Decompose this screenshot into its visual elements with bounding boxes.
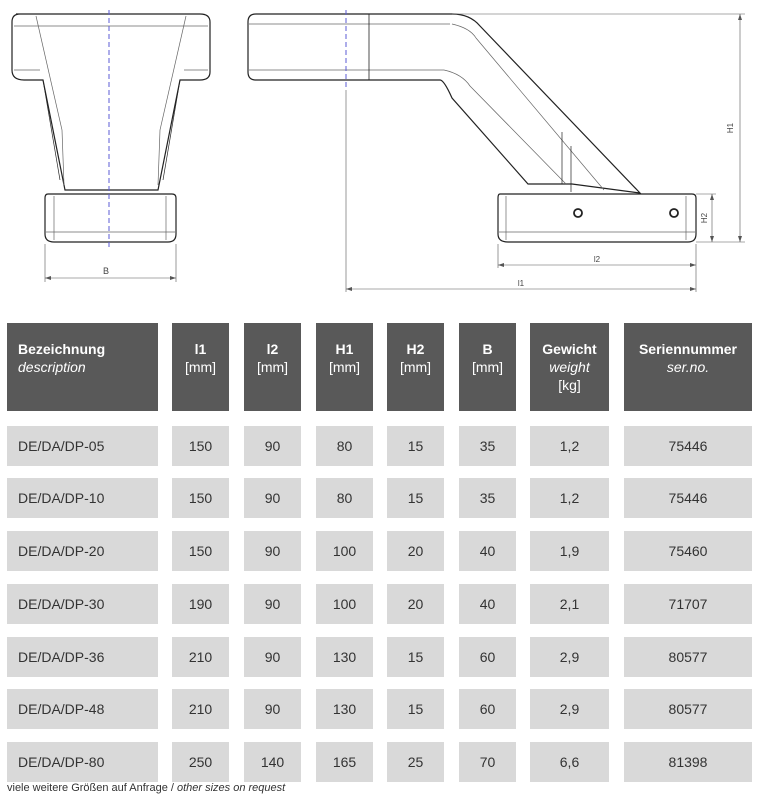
cell-l1: 150 [172,426,229,466]
header-subtitle: description [18,359,86,375]
cell-l2: 90 [244,584,301,624]
cell-h1: 100 [316,584,373,624]
cell-l1: 250 [172,742,229,782]
cell-serial: 75446 [624,478,752,518]
dimension-label-b: B [103,266,109,276]
cell-l1: 150 [172,478,229,518]
cell-weight: 2,9 [530,689,609,729]
header-subtitle: ser.no. [666,359,710,375]
technical-drawing: B H1 H2 l2 l1 [11,10,745,292]
header-unit: [mm] [328,359,361,375]
header-unit: [mm] [256,359,289,375]
cell-designation: DE/DA/DP-48 [7,689,158,729]
cell-b: 60 [459,637,516,677]
header-h1: H1 [mm] [316,323,373,411]
footnote: viele weitere Größen auf Anfrage / other… [7,782,285,794]
header-unit: [mm] [471,359,504,375]
cell-h1: 165 [316,742,373,782]
cell-l1: 210 [172,689,229,729]
front-view-drawing [11,13,211,282]
cell-weight: 1,9 [530,531,609,571]
cell-l1: 150 [172,531,229,571]
header-subtitle: weight [549,359,590,375]
side-view-drawing [247,13,697,243]
cell-b: 40 [459,584,516,624]
cell-l2: 140 [244,742,301,782]
cell-l2: 90 [244,531,301,571]
header-title: l1 [194,341,207,357]
cell-l1: 190 [172,584,229,624]
cell-h2: 15 [387,689,444,729]
header-serial-number: Seriennummer ser.no. [624,323,752,411]
cell-h2: 15 [387,426,444,466]
cell-l2: 90 [244,426,301,466]
cell-serial: 71707 [624,584,752,624]
header-title: B [482,341,493,357]
cell-designation: DE/DA/DP-05 [7,426,158,466]
cell-b: 35 [459,478,516,518]
header-title: H1 [335,341,354,357]
header-l1: l1 [mm] [172,323,229,411]
cell-h1: 130 [316,689,373,729]
dimension-label-l1: l1 [518,279,525,288]
cell-l1: 210 [172,637,229,677]
cell-h2: 25 [387,742,444,782]
side-dimensions [345,13,745,292]
cell-designation: DE/DA/DP-20 [7,531,158,571]
header-unit: [mm] [399,359,432,375]
cell-l2: 90 [244,689,301,729]
header-unit: [kg] [558,377,581,393]
cell-h2: 20 [387,584,444,624]
header-title: l2 [266,341,279,357]
footnote-german: viele weitere Größen auf Anfrage / [7,782,177,794]
cell-l2: 90 [244,637,301,677]
cell-h1: 80 [316,426,373,466]
cell-h2: 15 [387,478,444,518]
cell-weight: 6,6 [530,742,609,782]
header-weight: Gewicht weight [kg] [530,323,609,411]
cell-b: 35 [459,426,516,466]
cell-designation: DE/DA/DP-80 [7,742,158,782]
cell-weight: 2,9 [530,637,609,677]
cell-h1: 100 [316,531,373,571]
cell-l2: 90 [244,478,301,518]
cell-serial: 75446 [624,426,752,466]
header-unit: [mm] [184,359,217,375]
header-title: H2 [406,341,425,357]
cell-h2: 15 [387,637,444,677]
header-b: B [mm] [459,323,516,411]
footnote-english: other sizes on request [176,782,286,794]
cell-h2: 20 [387,531,444,571]
cell-weight: 2,1 [530,584,609,624]
cell-h1: 80 [316,478,373,518]
dimension-label-h1: H1 [726,122,735,133]
cell-serial: 80577 [624,637,752,677]
header-title: Gewicht [542,341,597,357]
cell-h1: 130 [316,637,373,677]
cell-serial: 75460 [624,531,752,571]
cell-b: 40 [459,531,516,571]
cell-designation: DE/DA/DP-30 [7,584,158,624]
cell-b: 70 [459,742,516,782]
dimension-label-h2: H2 [700,212,709,223]
dimension-label-l2: l2 [594,255,601,264]
cell-designation: DE/DA/DP-10 [7,478,158,518]
cell-weight: 1,2 [530,478,609,518]
cell-serial: 80577 [624,689,752,729]
header-h2: H2 [mm] [387,323,444,411]
header-title: Seriennummer [638,341,738,357]
cell-weight: 1,2 [530,426,609,466]
cell-designation: DE/DA/DP-36 [7,637,158,677]
cell-serial: 81398 [624,742,752,782]
cell-b: 60 [459,689,516,729]
header-designation: Bezeichnung description [7,323,158,411]
header-title: Bezeichnung [18,341,106,357]
header-l2: l2 [mm] [244,323,301,411]
